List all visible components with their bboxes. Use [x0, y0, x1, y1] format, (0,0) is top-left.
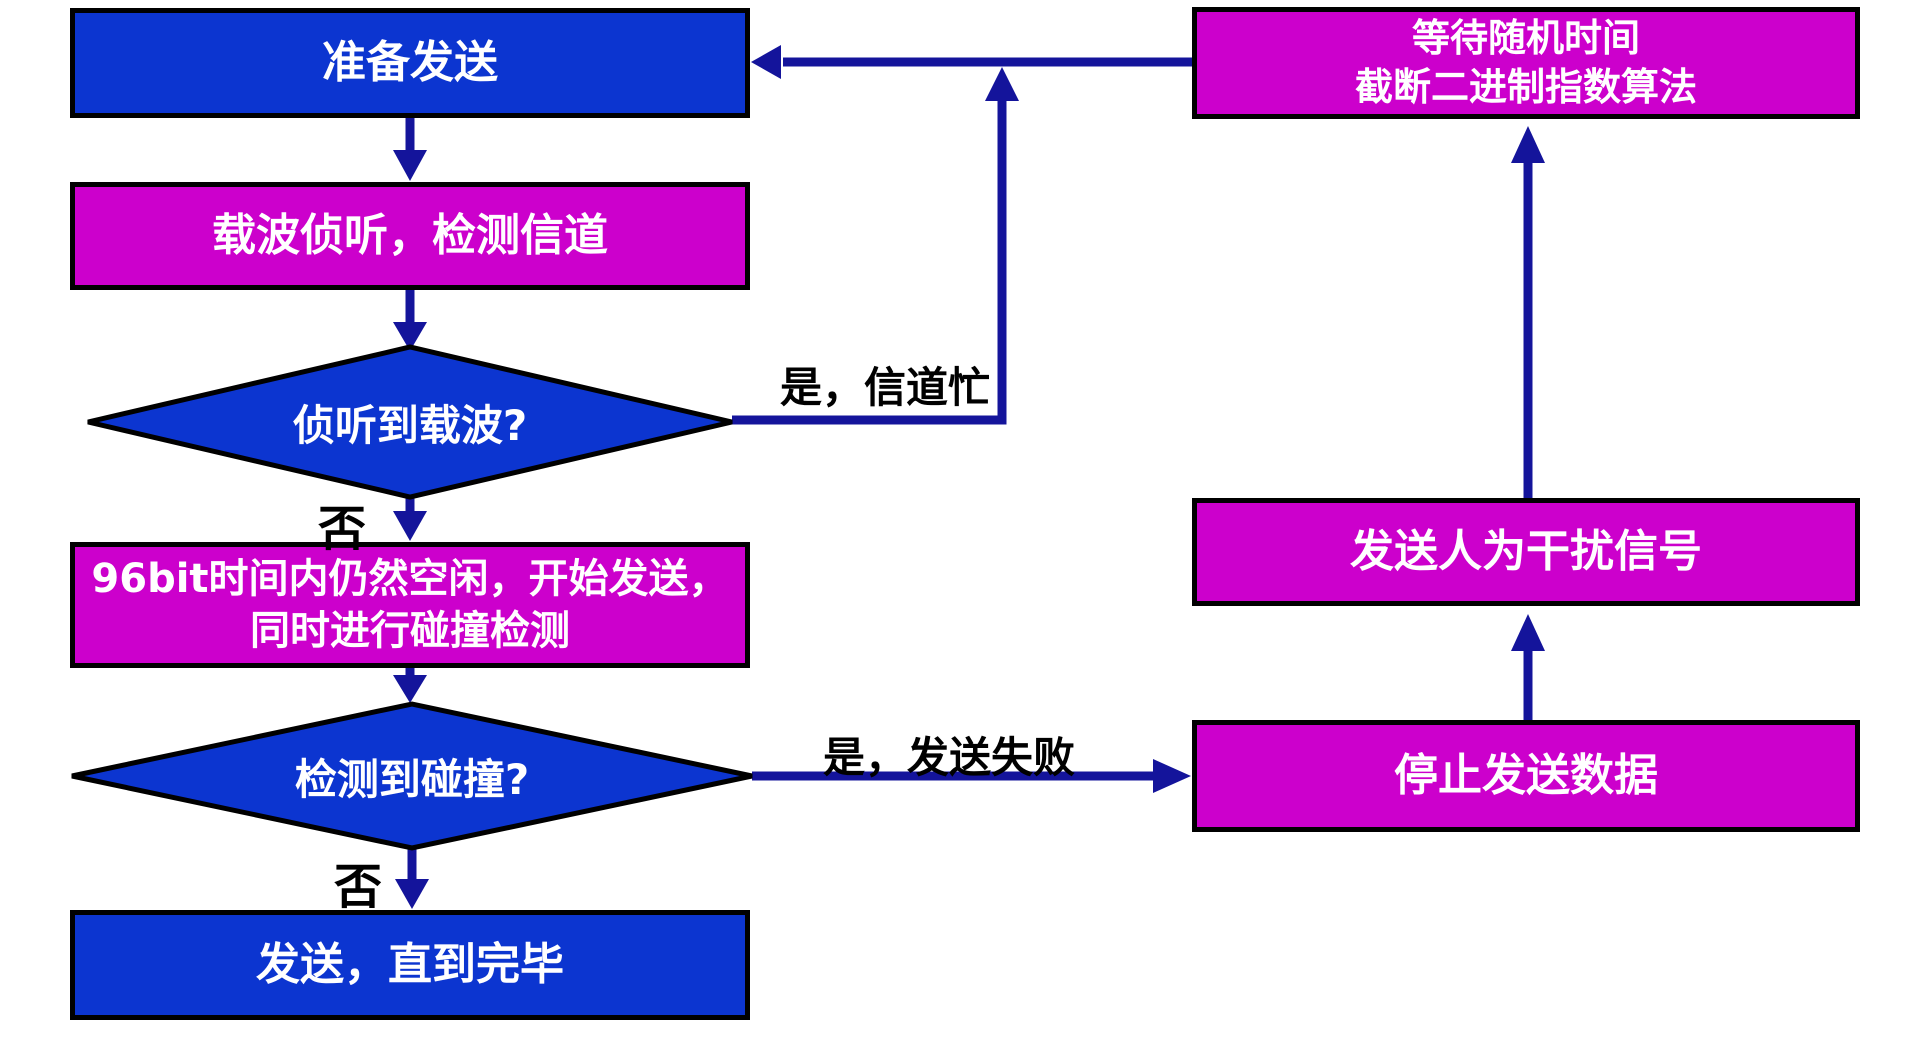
edge-label-send-failed: 是，发送失败	[822, 733, 1075, 782]
arrow-channel-busy-elbow	[732, 99, 1007, 425]
arrowhead-down-5	[395, 879, 429, 909]
diamond-carrier-detected	[87, 344, 733, 500]
node-wait-random: 等待随机时间 截断二进制指数算法	[1192, 7, 1860, 119]
arrowhead-down-1	[393, 150, 427, 181]
diamond-carrier-detected-label: 侦听到载波?	[292, 400, 528, 450]
arrowhead-down-3	[393, 511, 427, 541]
arrowhead-up-busy	[985, 67, 1019, 101]
edge-label-no-collision: 否	[333, 859, 382, 915]
node-prepare-send-label: 准备发送	[322, 37, 498, 89]
node-send-until-done: 发送，直到完毕	[70, 910, 750, 1020]
arrowhead-down-2	[393, 322, 427, 351]
edge-label-channel-busy: 是，信道忙	[779, 363, 990, 412]
node-wait-random-line2: 截断二进制指数算法	[1354, 65, 1697, 109]
node-start-send-line1: 96bit时间内仍然空闲，开始发送，	[91, 556, 729, 602]
arrowhead-down-4	[393, 675, 427, 703]
node-jam-signal-label: 发送人为干扰信号	[1350, 526, 1702, 578]
node-stop-send-label: 停止发送数据	[1394, 750, 1658, 802]
edge-label-no-carrier: 否	[317, 501, 366, 557]
node-start-send: 96bit时间内仍然空闲，开始发送， 同时进行碰撞检测	[70, 542, 750, 668]
node-stop-send: 停止发送数据	[1192, 720, 1860, 832]
arrowhead-up-long	[1511, 126, 1545, 163]
arrow-heads	[393, 45, 1545, 909]
arrow-lines	[405, 57, 1533, 881]
diamond-collision-detected-label: 检测到碰撞?	[294, 754, 530, 804]
arrowhead-up-short	[1511, 614, 1545, 651]
arrowhead-left-top	[751, 45, 781, 79]
node-jam-signal: 发送人为干扰信号	[1192, 498, 1860, 606]
node-send-until-done-label: 发送，直到完毕	[256, 939, 564, 991]
node-prepare-send: 准备发送	[70, 8, 750, 118]
diamond-collision-detected	[71, 701, 753, 851]
node-start-send-line2: 同时进行碰撞检测	[250, 608, 570, 654]
arrowhead-right-failed	[1153, 759, 1191, 793]
node-carrier-sense-label: 载波侦听，检测信道	[212, 210, 608, 262]
node-wait-random-line1: 等待随机时间	[1411, 15, 1640, 60]
node-carrier-sense: 载波侦听，检测信道	[70, 182, 750, 290]
